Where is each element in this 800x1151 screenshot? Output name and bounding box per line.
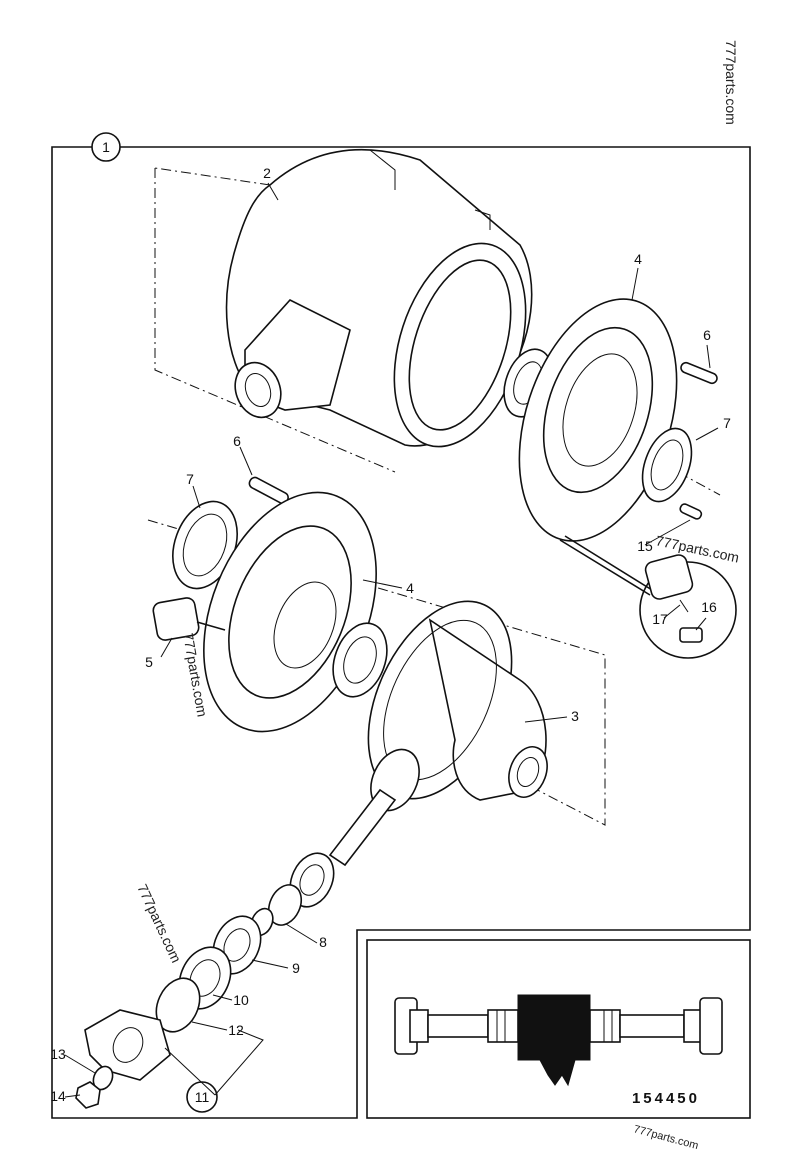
bearing-cone [289,852,335,908]
callout-5: 5 [145,654,153,670]
shim-8 [267,884,303,926]
yoke-flange [84,1009,171,1081]
plug-5 [152,597,226,641]
callout-14: 14 [50,1088,66,1104]
roll-pin-left [248,476,289,505]
callout-15: 15 [637,538,653,554]
callout-3: 3 [571,708,579,724]
adjuster-ring-right [641,427,693,503]
callout-circle-11 [186,1081,218,1113]
leader-lines [64,182,719,1098]
pinion-shaft [328,748,420,867]
inset-drive-shaft [394,994,723,1087]
main-frame [51,146,751,1119]
bearing-cup-left [332,622,388,698]
watermark-bottom-left: 777parts.com [134,882,184,966]
nut-14 [75,1081,101,1109]
pin-15 [679,503,703,520]
watermark-bottom-right: 777parts.com [632,1123,699,1151]
callout-2: 2 [263,165,271,181]
callout-11: 11 [195,1089,210,1105]
callout-9: 9 [292,960,300,976]
detail-circle [559,535,737,659]
callout-circle-1 [91,132,121,162]
callout-6-right: 6 [703,327,711,343]
callout-8: 8 [319,934,327,950]
figure-code: 154450 [632,1090,700,1107]
bearing-carrier-right [518,298,678,542]
roll-pin-right [680,361,718,385]
callout-13: 13 [50,1046,66,1062]
callout-4-left: 4 [406,580,414,596]
callout-10: 10 [233,992,249,1008]
watermark-top-right: 777parts.com [723,40,739,125]
callout-17: 17 [652,611,668,627]
inset-frame [366,939,751,1119]
callout-16: 16 [701,599,717,615]
dashed-assembly-line-top [154,167,271,186]
callout-1: 1 [102,139,110,155]
axle-housing [225,149,533,448]
dashed-assembly-line-upper [154,168,396,473]
callout-6-left: 6 [233,433,241,449]
callout-7-right: 7 [723,415,731,431]
callout-12: 12 [228,1022,244,1038]
oil-seal-12 [155,977,201,1033]
callout-4-right: 4 [634,251,642,267]
callout-7-left: 7 [186,471,194,487]
